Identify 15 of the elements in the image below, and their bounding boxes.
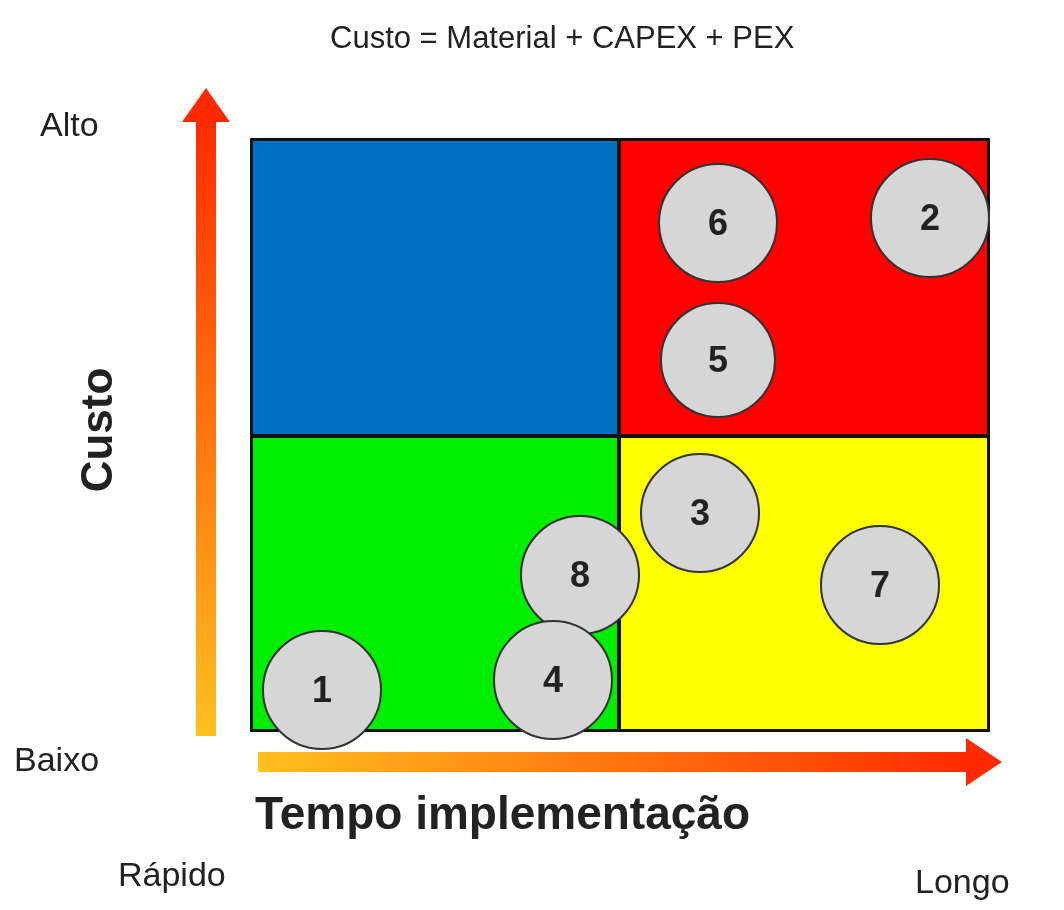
- axis-end-label: Alto: [40, 105, 99, 144]
- numbered-circle: 5: [660, 302, 776, 418]
- axis-title: Tempo implementação: [255, 786, 751, 840]
- quadrant-box: [618, 435, 990, 732]
- axis-end-label: Longo: [915, 862, 1010, 901]
- axis-end-label: Rápido: [118, 855, 226, 894]
- formula-title: Custo = Material + CAPEX + PEX: [330, 20, 795, 56]
- axis-title: Custo: [72, 367, 123, 493]
- numbered-circle: 7: [820, 525, 940, 645]
- quadrant-box: [250, 138, 620, 437]
- axis-end-label: Baixo: [14, 740, 100, 779]
- quadrant-box: [618, 138, 990, 437]
- numbered-circle: 2: [870, 158, 990, 278]
- numbered-circle: 3: [640, 453, 760, 573]
- numbered-circle: 6: [658, 163, 778, 283]
